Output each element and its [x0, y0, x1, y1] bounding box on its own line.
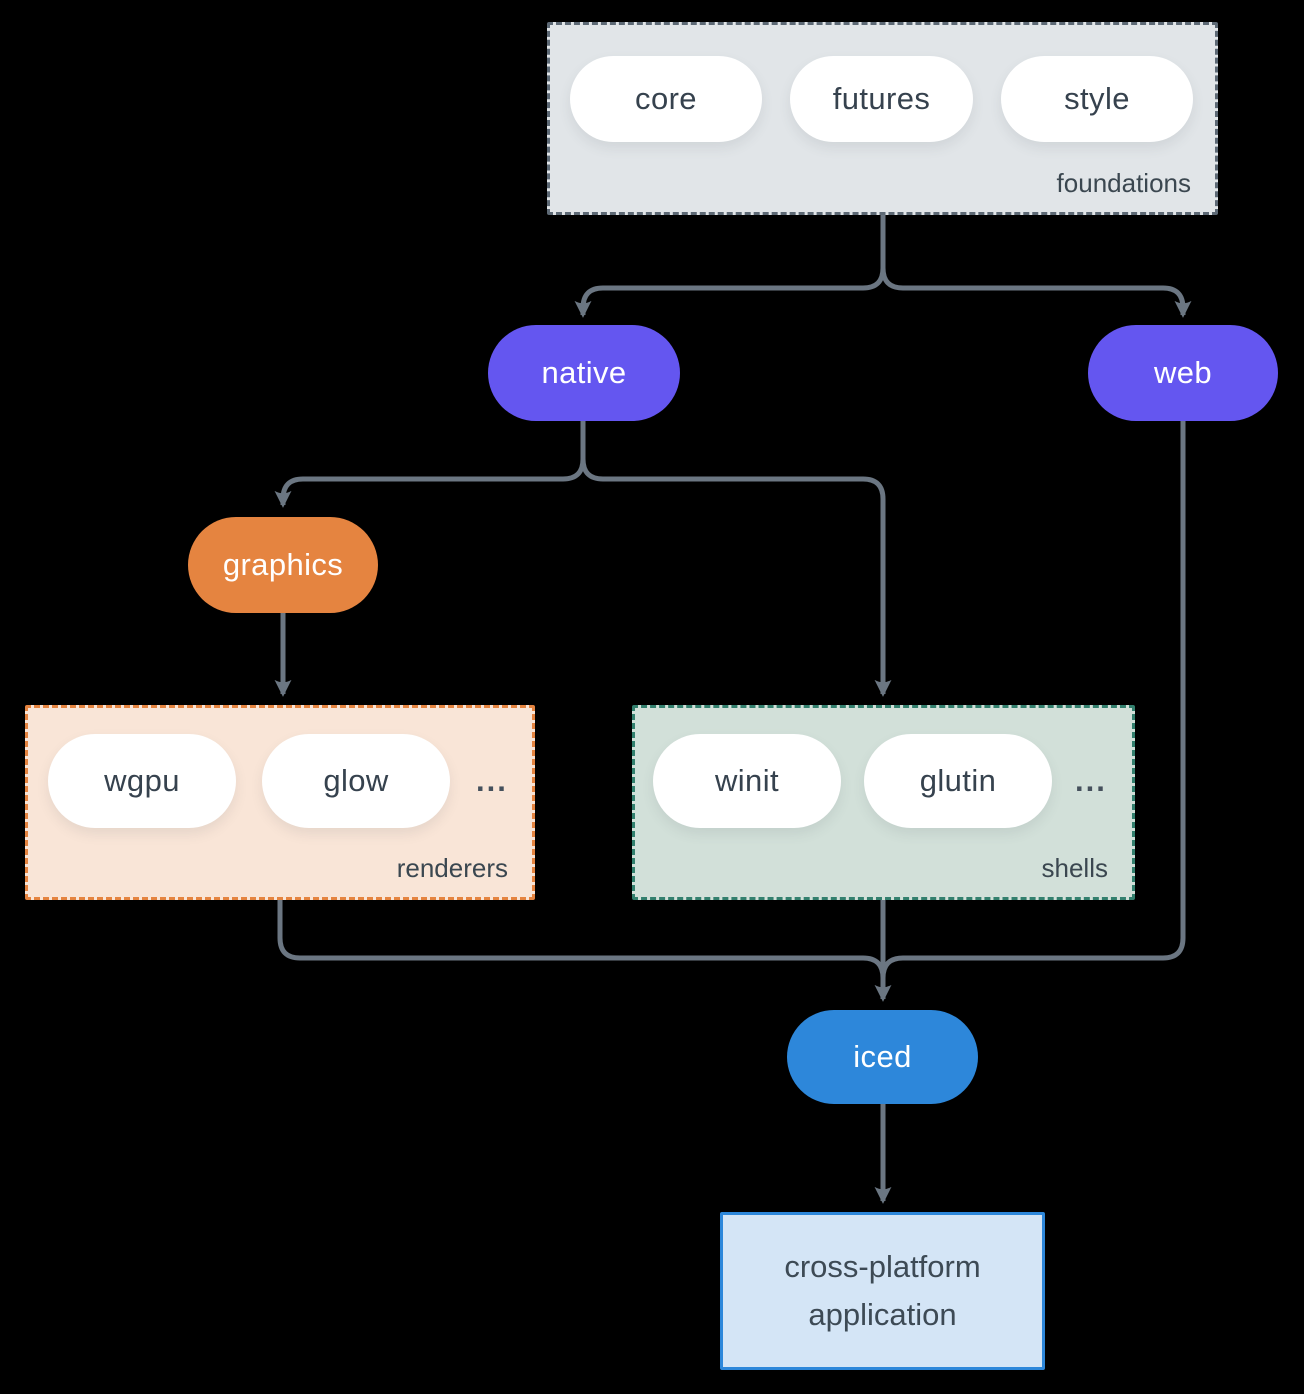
node-iced: iced: [787, 1010, 978, 1104]
shells-ellipsis: ...: [1075, 763, 1107, 798]
edge-foundations-web: [880, 215, 1192, 318]
shells-pill-row: winit glutin ...: [653, 734, 1107, 828]
group-shells: winit glutin ... shells: [632, 705, 1135, 900]
foundations-pill-row: core futures style: [570, 56, 1193, 142]
group-label-renderers: renderers: [396, 853, 508, 883]
renderers-ellipsis: ...: [476, 763, 508, 798]
node-glutin: glutin: [864, 734, 1052, 828]
node-glow: glow: [262, 734, 450, 828]
edge-renderers-iced: [277, 900, 886, 979]
group-foundations: core futures style foundations: [547, 22, 1218, 215]
node-futures: futures: [790, 56, 973, 142]
node-style: style: [1001, 56, 1193, 142]
group-renderers: wgpu glow ... renderers: [25, 705, 535, 900]
application-label: cross-platform application: [784, 1248, 981, 1332]
edge-native-graphics: [274, 421, 586, 508]
node-core: core: [570, 56, 762, 142]
group-label-shells: shells: [1041, 853, 1108, 883]
node-web: web: [1088, 325, 1278, 421]
group-label-foundations: foundations: [1056, 168, 1191, 198]
node-cross-platform-application: cross-platform application: [720, 1212, 1045, 1370]
edge-native-shells: [580, 421, 892, 697]
node-wgpu: wgpu: [48, 734, 236, 828]
node-native: native: [488, 325, 680, 421]
node-winit: winit: [653, 734, 841, 828]
node-graphics: graphics: [188, 517, 378, 613]
edge-foundations-native: [574, 215, 886, 318]
renderers-pill-row: wgpu glow ...: [48, 734, 508, 828]
